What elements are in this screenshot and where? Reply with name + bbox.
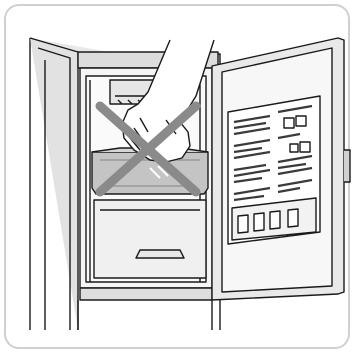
instruction-label-icon	[228, 96, 320, 244]
right-door	[212, 38, 350, 300]
